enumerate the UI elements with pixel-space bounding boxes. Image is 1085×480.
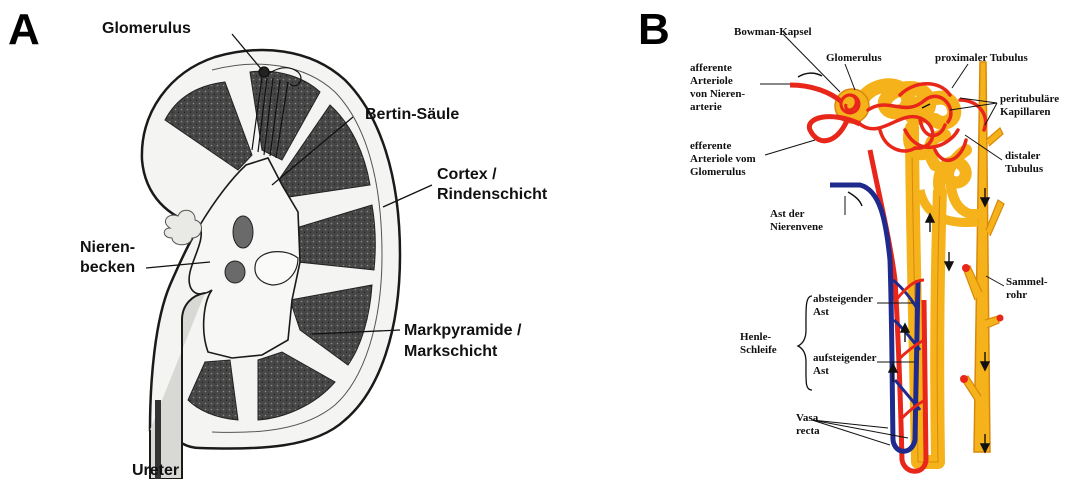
label-efferent-1: efferente <box>690 140 731 153</box>
distal-tubule <box>930 135 966 190</box>
label-glomerulus-a: Glomerulus <box>102 20 191 38</box>
label-aufsteigender-2: Ast <box>813 365 829 378</box>
label-vein-1: Ast der <box>770 208 805 221</box>
label-cortex-1: Cortex / <box>437 166 497 184</box>
label-efferent-3: Glomerulus <box>690 166 746 179</box>
label-proximaler-tubulus: proximaler Tubulus <box>935 52 1028 65</box>
label-absteigender-2: Ast <box>813 306 829 319</box>
collecting-duct-branch <box>986 128 1003 146</box>
nephron-drawing <box>790 62 1004 471</box>
label-markpyramide-2: Markschicht <box>404 343 497 361</box>
label-afferent-2: Arteriole <box>690 75 733 88</box>
sinus-hole <box>233 216 253 248</box>
label-efferent-2: Arteriole vom <box>690 153 756 166</box>
label-henle-2: Schleife <box>740 344 777 357</box>
label-peritubular-2: Kapillaren <box>1000 106 1051 119</box>
label-vein-2: Nierenvene <box>770 221 823 234</box>
label-ureter: Ureter <box>132 462 179 480</box>
label-nierenbecken-1: Nieren- <box>80 239 135 257</box>
panel-letter-a: A <box>8 8 40 52</box>
proximal-tubule <box>862 85 954 153</box>
collecting-duct-branch <box>986 200 1004 236</box>
label-bertin-saeule: Bertin-Säule <box>365 106 459 124</box>
sinus-hole <box>225 261 245 283</box>
panel-letter-b: B <box>638 8 670 52</box>
label-vasa-recta-2: recta <box>796 425 820 438</box>
label-absteigender-1: absteigender <box>813 293 873 306</box>
label-cortex-2: Rindenschicht <box>437 186 547 204</box>
label-glomerulus-b: Glomerulus <box>826 52 882 65</box>
label-distal-1: distaler <box>1005 150 1040 163</box>
vasa-recta-vein <box>830 185 918 451</box>
label-afferent-1: afferente <box>690 62 732 75</box>
label-afferent-3: von Nieren- <box>690 88 745 101</box>
label-distal-2: Tubulus <box>1005 163 1043 176</box>
label-vasa-recta-1: Vasa <box>796 412 818 425</box>
label-aufsteigender-1: aufsteigender <box>813 352 877 365</box>
label-bowman-kapsel: Bowman-Kapsel <box>734 26 812 39</box>
label-afferent-4: arterie <box>690 101 722 114</box>
label-henle-1: Henle- <box>740 331 771 344</box>
efferent-arteriole <box>809 117 860 141</box>
label-markpyramide-1: Markpyramide / <box>404 322 521 340</box>
label-peritubular-1: peritubuläre <box>1000 93 1059 106</box>
label-nierenbecken-2: becken <box>80 259 135 277</box>
henle-brace <box>798 296 812 390</box>
label-sammelrohr-1: Sammel- <box>1006 276 1048 289</box>
afferent-arteriole <box>790 85 842 102</box>
label-sammelrohr-2: rohr <box>1006 289 1027 302</box>
